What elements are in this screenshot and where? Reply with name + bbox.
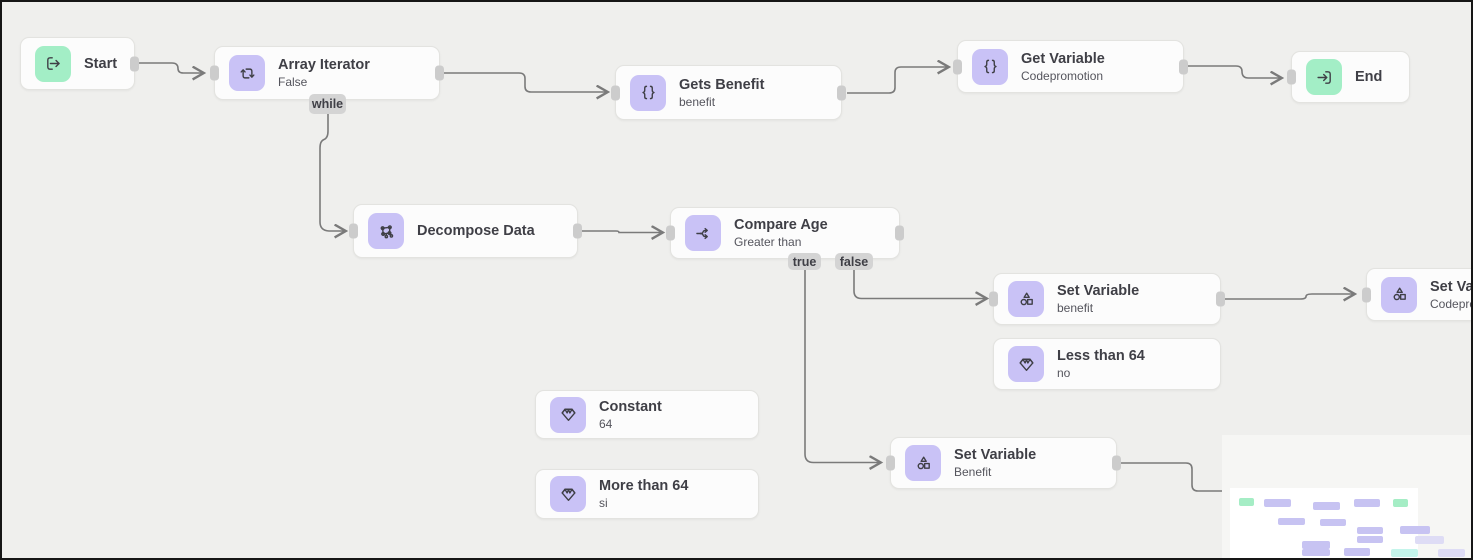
node-title: Set Variable	[1057, 283, 1140, 299]
minimap[interactable]	[1222, 435, 1471, 558]
node-subtitle: Greater than	[734, 235, 802, 249]
node-title: Compare Age	[734, 217, 828, 233]
output-port[interactable]	[1112, 455, 1121, 471]
minimap-node	[1302, 541, 1330, 549]
edge-start-to-array-iterator[interactable]	[139, 62, 203, 73]
branch-badge-false[interactable]: false	[835, 253, 873, 270]
minimap-node	[1357, 527, 1383, 534]
output-port[interactable]	[895, 225, 904, 241]
node-title: Constant	[599, 398, 662, 415]
node-subtitle: si	[599, 496, 608, 510]
edge-set-variable-benefit-2-to-offscreen-right[interactable]	[1121, 462, 1227, 492]
edge-badge-true-to-set-variable-benefit-2[interactable]	[804, 270, 880, 463]
edge-set-variable-benefit-to-set-variable-codepromotion[interactable]	[1225, 294, 1354, 299]
edge-get-variable-to-end[interactable]	[1188, 65, 1281, 78]
flow-node-end[interactable]: End	[1287, 51, 1410, 103]
input-port[interactable]	[1362, 287, 1371, 302]
node-title: Set Variable	[954, 447, 1037, 463]
shapes-icon	[1381, 276, 1417, 313]
branch-badge-while[interactable]: while	[309, 94, 346, 114]
flow-node-more-than-64[interactable]: More than 64 si	[535, 469, 759, 519]
loop-icon	[229, 55, 265, 91]
node-title: Start	[84, 55, 118, 72]
input-port[interactable]	[349, 223, 358, 239]
branch-icon	[685, 215, 721, 251]
minimap-node	[1438, 549, 1465, 557]
edge-badge-while-to-decompose-data[interactable]	[319, 114, 345, 231]
input-port[interactable]	[886, 455, 895, 471]
minimap-node	[1354, 499, 1380, 507]
input-port[interactable]	[1287, 69, 1296, 85]
minimap-node	[1400, 526, 1430, 534]
output-port[interactable]	[837, 85, 846, 100]
minimap-node	[1344, 548, 1370, 556]
node-subtitle: Benefit	[954, 465, 992, 479]
flow-node-less-than-64[interactable]: Less than 64 no	[993, 338, 1221, 390]
braces-icon	[630, 74, 666, 111]
input-port[interactable]	[953, 59, 962, 74]
node-subtitle: benefit	[1057, 301, 1094, 315]
edge-array-iterator-to-gets-benefit[interactable]	[444, 72, 607, 92]
decompose-icon	[368, 213, 404, 249]
output-port[interactable]	[435, 65, 444, 81]
output-port[interactable]	[1216, 291, 1225, 307]
node-title: Get Variable	[1021, 50, 1105, 67]
branch-badge-true[interactable]: true	[788, 253, 821, 270]
shapes-icon	[1008, 281, 1044, 317]
node-title: Array Iterator	[278, 57, 370, 73]
node-subtitle: False	[278, 75, 308, 89]
flow-node-decompose-data[interactable]: Decompose Data	[349, 204, 582, 258]
input-port[interactable]	[210, 65, 219, 81]
node-subtitle: benefit	[679, 94, 716, 109]
diamond-icon	[550, 476, 586, 512]
input-port[interactable]	[666, 225, 675, 241]
minimap-node	[1391, 549, 1418, 557]
edge-gets-benefit-to-get-variable[interactable]	[847, 67, 948, 94]
node-title: Less than 64	[1057, 348, 1145, 364]
input-port[interactable]	[611, 85, 620, 100]
minimap-node	[1278, 518, 1305, 525]
minimap-node	[1357, 536, 1383, 543]
flow-node-start[interactable]: Start	[20, 37, 139, 90]
edge-badge-false-to-set-variable-benefit[interactable]	[853, 270, 986, 299]
node-title: More than 64	[599, 478, 689, 494]
node-subtitle: Codepromotion	[1021, 68, 1104, 83]
diamond-icon	[1008, 346, 1044, 382]
minimap-node	[1302, 549, 1330, 556]
minimap-node	[1239, 498, 1254, 506]
node-subtitle: no	[1057, 366, 1071, 380]
minimap-node	[1415, 536, 1444, 544]
node-title: End	[1355, 69, 1383, 85]
node-subtitle: Codepromotion	[1430, 296, 1471, 311]
node-subtitle: 64	[599, 416, 613, 431]
minimap-node	[1313, 502, 1340, 510]
input-port[interactable]	[989, 291, 998, 307]
node-title: Gets Benefit	[679, 76, 765, 93]
minimap-node	[1264, 499, 1291, 507]
minimap-node	[1320, 519, 1346, 526]
minimap-node	[1393, 499, 1408, 507]
output-port[interactable]	[573, 223, 582, 239]
output-port[interactable]	[130, 56, 139, 71]
end-icon	[1306, 59, 1342, 95]
shapes-icon	[905, 445, 941, 481]
node-title: Set Variable	[1430, 278, 1473, 295]
diamond-icon	[550, 396, 586, 433]
start-icon	[35, 45, 71, 82]
output-port[interactable]	[1179, 59, 1188, 74]
braces-icon	[972, 48, 1008, 85]
flow-node-set-variable-benefit[interactable]: Set Variable benefit	[989, 273, 1225, 325]
node-title: Decompose Data	[417, 223, 535, 239]
edge-decompose-data-to-compare-age[interactable]	[582, 231, 662, 233]
